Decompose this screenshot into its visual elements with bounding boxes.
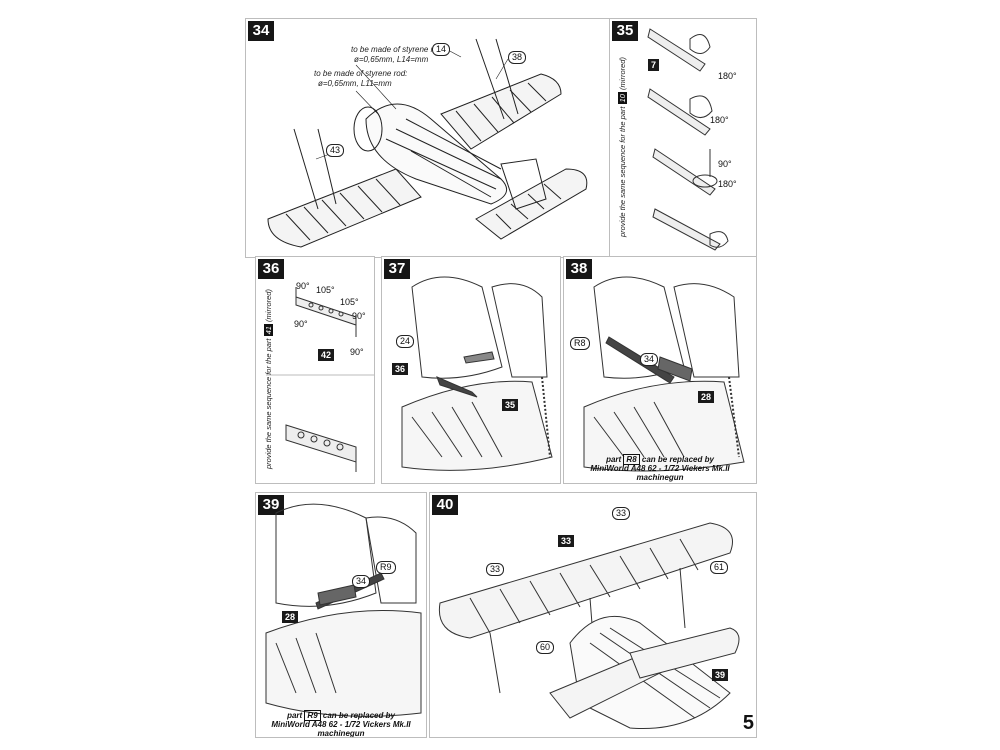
step-34-note-2b: ø=0,65mm, L11=mm <box>318 79 392 88</box>
step-34-note-2: to be made of styrene rod: <box>314 69 408 78</box>
angle-label: 90° <box>352 311 366 321</box>
step-38-panel: 38 R8 34 28 part R8 can be replaced by M… <box>563 256 757 484</box>
step-40-full-biplane-drawing <box>438 522 740 730</box>
step-39-panel: 39 R9 34 28 part R9 can be replaced by M… <box>255 492 427 738</box>
part-label-28: 28 <box>698 391 715 403</box>
angle-label: 105° <box>316 285 335 295</box>
part-label-60: 60 <box>536 641 555 654</box>
caption-text: part <box>606 455 622 464</box>
step-36-number: 36 <box>258 259 284 279</box>
part-label-39: 39 <box>712 669 729 681</box>
angle-label: 105° <box>340 297 359 307</box>
caption-line2: MiniWorld A48 62 - 1/72 Vickers Mk.II ma… <box>271 720 411 738</box>
part-label-34: 34 <box>640 353 659 366</box>
page-number: 5 <box>742 712 754 734</box>
angle-label: 180° <box>718 179 737 189</box>
instruction-sheet: 34 <box>245 18 757 738</box>
part-label-38: 38 <box>508 51 527 64</box>
step-37-gun-mount-drawing <box>401 276 553 471</box>
part-label-33: 33 <box>486 563 505 576</box>
part-label-R8: R8 <box>570 337 590 350</box>
step-40-number: 40 <box>432 495 458 515</box>
part-label-24: 24 <box>396 335 415 348</box>
part-label-43: 43 <box>326 144 345 157</box>
caption-text: part <box>287 711 303 720</box>
part-label-33: 33 <box>558 535 575 547</box>
step-34-panel: 34 <box>245 18 611 258</box>
part-label-14: 14 <box>432 43 451 56</box>
step-35-number: 35 <box>612 21 638 41</box>
step-34-note-1b: ø=0,65mm, L14=mm <box>354 55 429 64</box>
step-38-caption: part R8 can be replaced by MiniWorld A48… <box>566 454 754 482</box>
step-40-panel: 40 33 33 33 61 60 39 5 <box>429 492 757 738</box>
angle-label: 180° <box>718 71 737 81</box>
part-label-34: 34 <box>352 575 371 588</box>
step-38-machinegun-drawing <box>583 276 745 472</box>
part-label-7: 7 <box>648 59 660 71</box>
step-35-bracket-drawings <box>647 28 729 251</box>
step-37-number: 37 <box>384 259 410 279</box>
part-label-35: 35 <box>502 399 519 411</box>
part-label-42: 42 <box>318 349 335 361</box>
part-label-28: 28 <box>282 611 299 623</box>
part-label-36: 36 <box>392 363 409 375</box>
caption-part: R8 <box>623 454 640 465</box>
part-label-R9: R9 <box>376 561 396 574</box>
step-34-number: 34 <box>248 21 274 41</box>
step-36-bracket-drawings <box>266 287 374 472</box>
angle-label: 90° <box>350 347 364 357</box>
angle-label: 90° <box>718 159 732 169</box>
angle-label: 180° <box>710 115 729 125</box>
step-39-caption: part R9 can be replaced by MiniWorld A48… <box>258 710 424 738</box>
step-38-number: 38 <box>566 259 592 279</box>
angle-label: 90° <box>294 319 308 329</box>
caption-text: can be replaced by <box>641 455 714 464</box>
step-34-note-1: to be made of styrene rod: <box>351 45 445 54</box>
step-36-panel: 36 provide the same sequence for the par… <box>255 256 375 484</box>
part-label-33: 33 <box>612 507 631 520</box>
step-35-panel: 35 provide the same sequence for the par… <box>609 18 757 258</box>
caption-line2: MiniWorld A48 62 - 1/72 Vickers Mk.II ma… <box>590 464 730 482</box>
part-label-61: 61 <box>710 561 729 574</box>
caption-part: R9 <box>304 710 321 721</box>
step-34-biplane-drawing <box>267 38 588 248</box>
caption-text: can be replaced by <box>322 711 395 720</box>
step-39-number: 39 <box>258 495 284 515</box>
step-37-panel: 37 24 36 35 <box>381 256 561 484</box>
angle-label: 90° <box>296 281 310 291</box>
